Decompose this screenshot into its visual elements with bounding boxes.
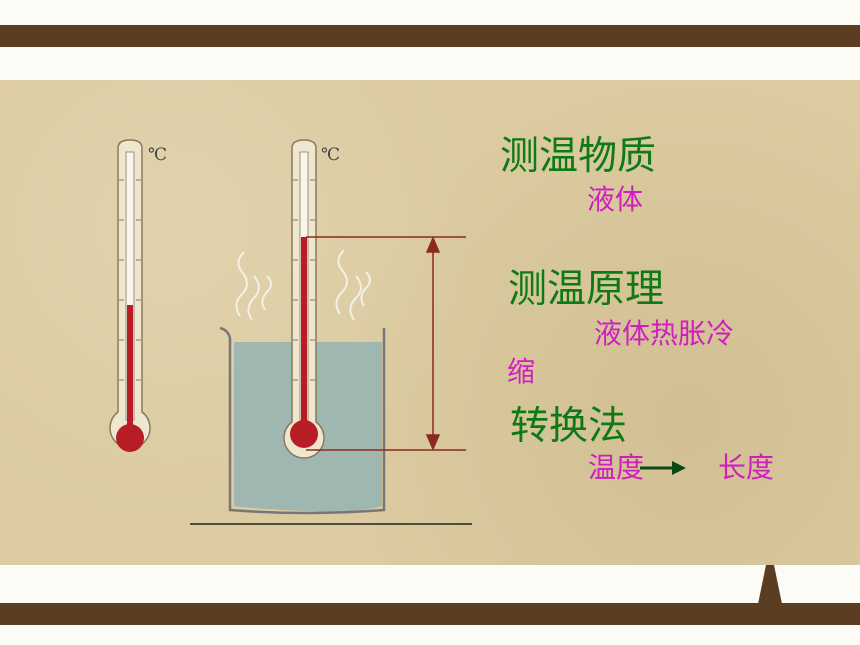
bottom-frame-bar — [0, 603, 860, 625]
length-indicator — [306, 236, 466, 451]
thermometer-right: ℃ — [283, 139, 340, 459]
top-frame-bar — [0, 25, 860, 47]
answer-thermal-expansion-line2: 缩 — [507, 355, 536, 388]
beaker-outline — [219, 326, 386, 515]
unit-label-left: ℃ — [148, 145, 167, 165]
answer-thermal-expansion-line1: 液体热胀冷 — [594, 317, 735, 350]
heading-conversion-method: 转换法 — [510, 404, 628, 449]
unit-label-right: ℃ — [321, 145, 340, 165]
thermometer-left: ℃ — [109, 139, 167, 452]
answer-liquid: 液体 — [587, 183, 644, 216]
label-length: 长度 — [718, 451, 775, 484]
thermometer-figure: ℃ ℃ — [109, 139, 472, 525]
steam — [235, 249, 371, 321]
right-arrow-icon — [640, 461, 686, 475]
label-temperature: 温度 — [588, 451, 645, 484]
heading-temperature-substance: 测温物质 — [500, 134, 657, 179]
heading-measuring-principle: 测温原理 — [508, 267, 665, 312]
content-panel: ℃ ℃ 测温物质 液体 测温原理 — [0, 80, 860, 565]
